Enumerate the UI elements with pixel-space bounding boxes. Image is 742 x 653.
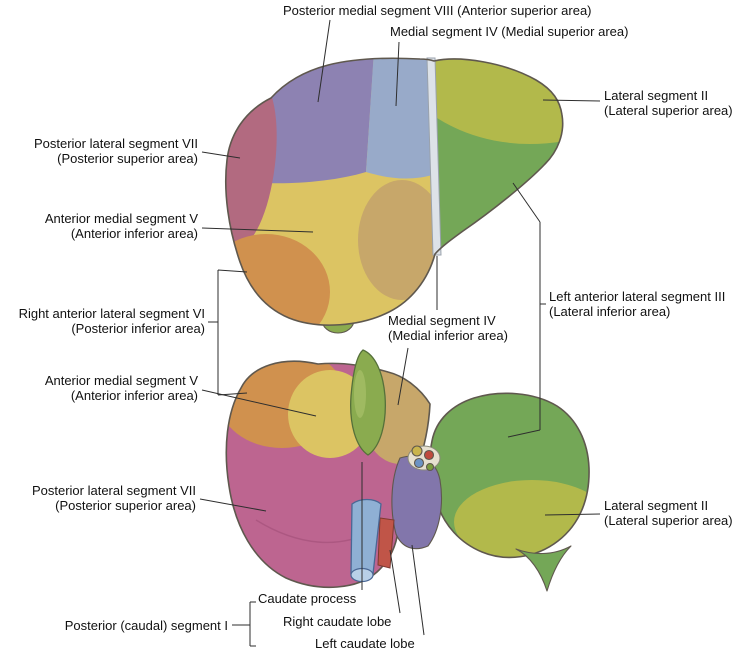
- label-segment-vii-top: Posterior lateral segment VII (Posterior…: [33, 136, 198, 166]
- leader-seg4-inf: [397, 256, 438, 406]
- label-segment-v-bottom: Anterior medial segment V (Anterior infe…: [44, 373, 198, 403]
- segment-vi-region-anterior: [225, 234, 330, 326]
- anterior-liver-outline: [224, 57, 564, 326]
- gallbladder-highlight: [354, 370, 366, 418]
- leader-seg1-bracket: [232, 601, 256, 647]
- leader-seg7-bottom: [199, 498, 267, 512]
- anterior-liver-view: [224, 57, 564, 334]
- label-segment-vi: Right anterior lateral segment VI (Poste…: [18, 306, 205, 336]
- leader-seg7-top: [201, 151, 241, 159]
- portal-vein: [413, 457, 425, 469]
- label-left-caudate-lobe: Left caudate lobe: [315, 636, 415, 651]
- label-segment-iv-inferior: Medial segment IV (Medial inferior area): [388, 313, 508, 343]
- leader-right-caudate: [389, 549, 401, 614]
- falciform-ligament: [426, 57, 442, 256]
- segment-iv-inferior-region-anterior: [358, 180, 446, 300]
- label-segment-ii-bottom: Lateral segment II (Lateral superior are…: [604, 498, 733, 528]
- leader-seg6-bracket: [208, 269, 248, 396]
- right-lobe-outline-inferior: [225, 360, 431, 589]
- leader-seg2-bottom: [544, 513, 601, 516]
- left-lobe-outline-inferior: [429, 392, 590, 559]
- label-segment-vii-bottom: Posterior lateral segment VII (Posterior…: [31, 483, 196, 513]
- hepatic-artery: [423, 449, 435, 461]
- inferior-liver-view: [225, 349, 590, 592]
- left-lobe-tip: [515, 545, 572, 592]
- leader-seg5-bottom: [201, 389, 317, 417]
- label-segment-iii: Left anterior lateral segment III (Later…: [549, 289, 726, 319]
- label-caudate-process: Caudate process: [258, 591, 357, 606]
- label-right-caudate-lobe: Right caudate lobe: [283, 614, 392, 629]
- label-segment-viii: Posterior medial segment VIII (Anterior …: [283, 3, 592, 18]
- hepatic-duct-branch: [425, 462, 435, 472]
- leader-seg4-sup: [395, 41, 400, 107]
- segment-iv-superior-region: [366, 58, 436, 179]
- leader-lines: [199, 19, 601, 647]
- leader-seg3-bracket: [507, 182, 546, 438]
- bile-duct: [411, 445, 423, 457]
- leader-seg8-top: [317, 19, 331, 103]
- leader-seg2-top: [542, 99, 601, 102]
- caudate-lobe-segment-i: [391, 455, 443, 550]
- label-segment-v-top: Anterior medial segment V (Anterior infe…: [44, 211, 198, 241]
- label-segment-iv-superior: Medial segment IV (Medial superior area): [390, 24, 629, 39]
- label-segment-i: Posterior (caudal) segment I: [64, 618, 228, 633]
- leader-seg5-top: [201, 227, 314, 233]
- leader-left-caudate: [411, 544, 425, 636]
- portal-vein-branch: [377, 517, 395, 569]
- label-segment-ii-top: Lateral segment II (Lateral superior are…: [604, 88, 733, 118]
